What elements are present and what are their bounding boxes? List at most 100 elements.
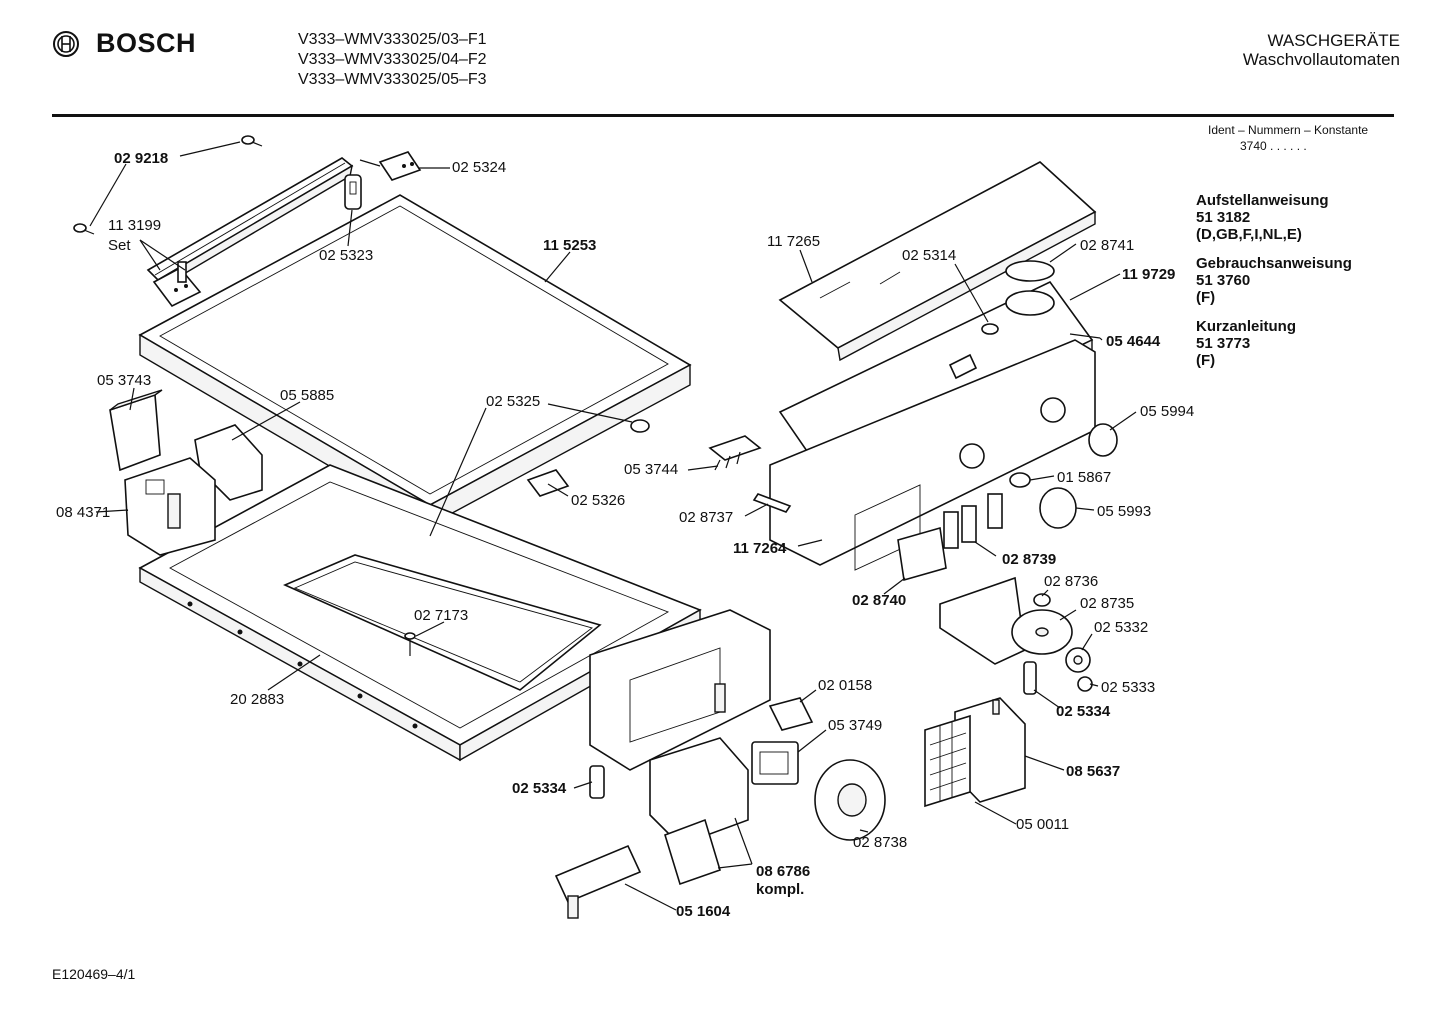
button-part — [981, 323, 999, 335]
part-label: Set — [108, 237, 131, 254]
clip-part — [1023, 661, 1037, 695]
gear-icon — [1065, 647, 1091, 673]
document-langs: (F) — [1196, 289, 1216, 306]
part-label: 02 5324 — [452, 159, 506, 176]
part-labels: 02 9218 02 5324 11 3199 Set 02 5323 11 5… — [56, 150, 1194, 920]
ident-block: Ident – Nummern – Konstante 3740 . . . .… — [1208, 122, 1368, 154]
document-number: 51 3760 — [1196, 272, 1251, 289]
document-number: 51 3182 — [1196, 209, 1251, 226]
document-entry: Aufstellanweisung 51 3182 (D,GB,F,I,NL,E… — [1196, 192, 1352, 243]
knob-part — [1039, 487, 1077, 529]
part-label: 05 3749 — [828, 717, 882, 734]
part-label: 05 4644 — [1106, 333, 1161, 350]
part-label: 02 8736 — [1044, 573, 1098, 590]
document-langs: (F) — [1196, 352, 1216, 369]
category-header: WASCHGERÄTE Waschvollautomaten — [1243, 31, 1400, 69]
knob-part — [1088, 423, 1118, 457]
document-title: Aufstellanweisung — [1196, 192, 1329, 209]
comb-part — [708, 435, 762, 471]
hinge-bracket-part — [359, 151, 422, 181]
ident-constant: 3740 . . . . . . — [1240, 139, 1307, 153]
part-label: 05 3743 — [97, 372, 151, 389]
part-label: 11 7265 — [767, 233, 820, 250]
part-label: 02 5325 — [486, 393, 540, 410]
tray-part — [109, 389, 163, 472]
part-label: 20 2883 — [230, 691, 284, 708]
rocker-switch-part — [897, 526, 947, 582]
screw-icon — [73, 223, 95, 235]
part-label: 02 5332 — [1094, 619, 1148, 636]
brand-name: BOSCH — [96, 28, 197, 58]
lamp-part — [1009, 472, 1031, 488]
gear-icon — [1077, 676, 1093, 692]
brand-header: BOSCH — [52, 28, 196, 59]
clip-part — [589, 765, 605, 799]
ident-label: Ident – Nummern – Konstante — [1208, 123, 1369, 137]
part-label: 02 0158 — [818, 677, 872, 694]
part-label: kompl. — [756, 881, 804, 898]
part-label: 02 8739 — [1002, 551, 1056, 568]
program-knob-part — [814, 759, 886, 841]
part-label: 01 5867 — [1057, 469, 1111, 486]
part-label: 05 0011 — [1016, 816, 1069, 833]
pin-part — [1069, 333, 1101, 339]
part-label: 02 5334 — [1056, 703, 1111, 720]
timer-motor-part — [924, 697, 1026, 808]
part-label: 02 8738 — [853, 834, 907, 851]
part-label: 11 3199 — [108, 217, 161, 234]
part-label: 02 5314 — [902, 247, 956, 264]
timer-bracket-part — [939, 576, 1026, 665]
rubber-foot-part — [630, 419, 650, 433]
part-label: 02 5333 — [1101, 679, 1155, 696]
part-label: 05 1604 — [676, 903, 731, 920]
detergent-drawer-part — [124, 457, 216, 556]
control-panel-cover-part — [778, 161, 1097, 362]
part-label: 08 6786 — [756, 863, 810, 880]
part-label: 02 5326 — [571, 492, 625, 509]
switch-part — [768, 697, 814, 731]
document-entry: Gebrauchsanweisung 51 3760 (F) — [1196, 255, 1352, 306]
category-line: WASCHGERÄTE — [1267, 31, 1400, 50]
document-title: Kurzanleitung — [1196, 318, 1296, 335]
part-label: 02 8735 — [1080, 595, 1134, 612]
part-label: 02 5334 — [512, 780, 567, 797]
hinge-clip-part — [344, 174, 362, 210]
wiring-harness-part — [554, 844, 642, 919]
part-label: 05 3744 — [624, 461, 678, 478]
part-label: 05 5885 — [280, 387, 334, 404]
model-line: V333–WMV333025/04–F2 — [298, 51, 487, 68]
document-title: Gebrauchsanweisung — [1196, 255, 1352, 272]
timer-gear-part — [1011, 593, 1073, 655]
header-divider — [52, 114, 1394, 117]
part-label: 02 7173 — [414, 607, 468, 624]
control-chassis-part — [589, 609, 771, 771]
part-label: 02 8740 — [852, 592, 906, 609]
screw-icon — [404, 632, 416, 656]
screw-icon — [241, 135, 263, 147]
part-label: 05 5993 — [1097, 503, 1151, 520]
part-label: 08 5637 — [1066, 763, 1120, 780]
document-number: 51 3773 — [1196, 335, 1251, 352]
hinge-bracket-part — [152, 261, 202, 308]
document-entry: Kurzanleitung 51 3773 (F) — [1196, 318, 1352, 369]
part-label: 05 5994 — [1140, 403, 1194, 420]
part-label: 02 8741 — [1080, 237, 1134, 254]
drawing-number: E120469–4/1 — [52, 966, 136, 982]
part-label: 11 7264 — [733, 540, 787, 557]
category-subline: Waschvollautomaten — [1242, 50, 1400, 69]
cap-part — [1005, 260, 1055, 282]
part-label: 11 9729 — [1122, 266, 1175, 283]
part-label: 08 4371 — [56, 504, 110, 521]
part-label: 11 5253 — [543, 237, 596, 254]
document-list: Aufstellanweisung 51 3182 (D,GB,F,I,NL,E… — [1196, 192, 1352, 381]
rocker-switch-part — [943, 493, 1003, 549]
leader-lines — [89, 141, 1137, 911]
selector-switch-part — [751, 741, 799, 785]
electronic-module-part — [649, 737, 749, 886]
part-label: 02 8737 — [679, 509, 733, 526]
bosch-logo-icon — [53, 30, 79, 57]
light-guide-part — [752, 493, 792, 513]
model-line: V333–WMV333025/05–F3 — [298, 71, 487, 88]
part-label: 02 9218 — [114, 150, 168, 167]
